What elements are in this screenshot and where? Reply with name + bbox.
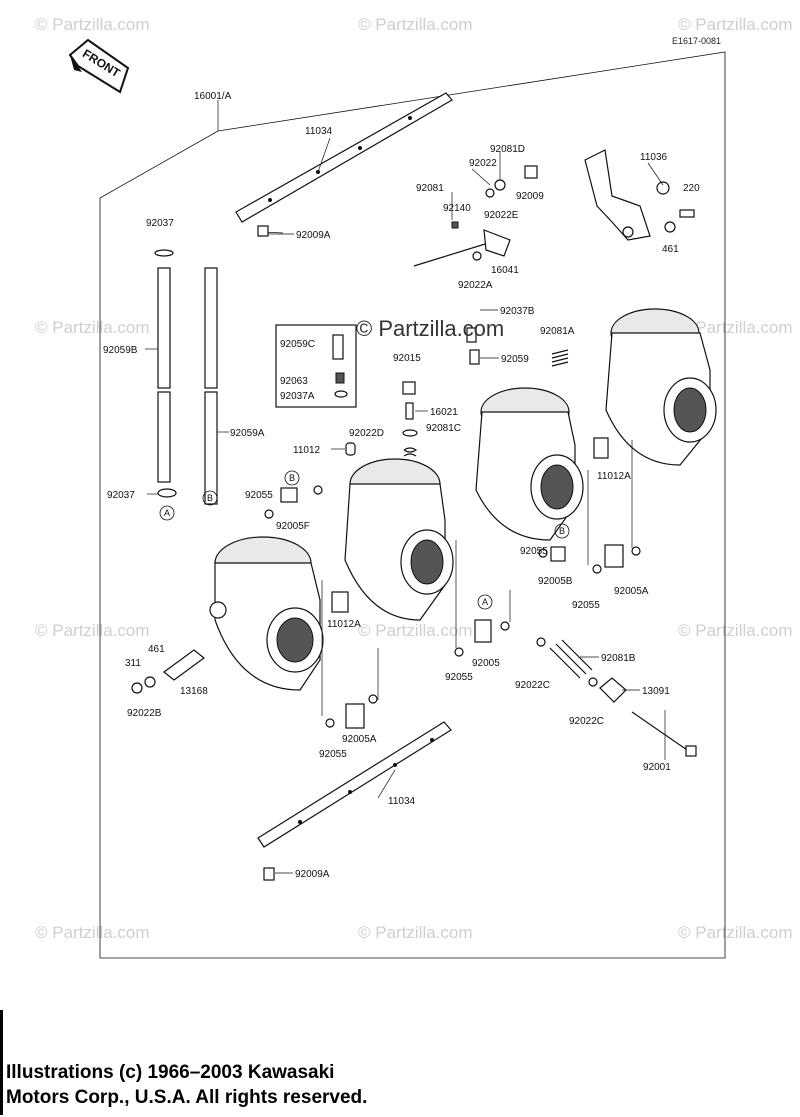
watermark: © Partzilla.com [678, 923, 793, 942]
part-label: 16021 [430, 407, 458, 418]
part-label: 220 [683, 183, 700, 194]
leader-lines [217, 100, 666, 799]
part-label: 92022 [469, 158, 497, 169]
part-label: 311 [125, 658, 141, 669]
carburetor-4 [605, 308, 717, 466]
watermark: © Partzilla.com [35, 621, 150, 640]
cable-bracket [584, 149, 695, 241]
part-label: 92055 [445, 672, 473, 683]
fuel-rail-bottom [257, 721, 452, 881]
part-label: 92005 [472, 658, 500, 669]
part-label: 92059B [103, 345, 138, 356]
circle-marker-a: A [482, 597, 488, 607]
part-label: 461 [148, 644, 165, 655]
part-label: 461 [662, 244, 679, 255]
watermark: © Partzilla.com [358, 621, 473, 640]
circle-marker-b: B [207, 493, 213, 503]
circle-markers: A B B B A [159, 470, 570, 610]
margin-bar [0, 1010, 3, 1115]
watermark: © Partzilla.com [358, 923, 473, 942]
part-label: 92005A [342, 734, 377, 745]
part-label: 11034 [388, 796, 416, 807]
part-label: 92022C [515, 680, 550, 691]
part-label: 11012A [597, 471, 631, 482]
part-label: 16001/A [194, 91, 232, 102]
part-label: 16041 [491, 265, 519, 276]
part-label: 92009A [295, 869, 330, 880]
small-parts [131, 327, 697, 757]
part-label: 92037B [500, 306, 535, 317]
part-label: 92081 [416, 183, 444, 194]
vent-hoses [154, 249, 218, 505]
part-label: 92005F [276, 521, 310, 532]
part-label: 92059A [230, 428, 265, 439]
copyright-line: Motors Corp., U.S.A. All rights reserved… [6, 1087, 368, 1108]
part-label: 92081A [540, 326, 575, 337]
part-label: 92022A [458, 280, 493, 291]
center-watermark: © Partzilla.com [356, 316, 504, 341]
part-label: 92037 [107, 490, 135, 501]
part-label: 92037 [146, 218, 174, 229]
part-label: 92081D [490, 144, 525, 155]
part-label: 13168 [180, 686, 208, 697]
part-label: 92055 [245, 490, 273, 501]
watermark: © Partzilla.com [35, 15, 150, 34]
part-label: 92009A [296, 230, 331, 241]
part-labels: 16001/A 11034 92009A 92081D 92022 92081 … [103, 91, 700, 880]
carburetor-3 [475, 387, 584, 541]
part-label: 11012 [293, 445, 321, 456]
part-label: 92055 [572, 600, 600, 611]
reference-code: E1617-0081 [672, 36, 721, 46]
part-label: 13091 [642, 686, 670, 697]
part-label: 11034 [305, 126, 333, 137]
label-leaders [145, 233, 640, 874]
circle-marker-b: B [559, 526, 565, 536]
kit-outline [99, 51, 726, 959]
circle-marker-b: B [289, 473, 295, 483]
watermark-layer: © Partzilla.com © Partzilla.com © Partzi… [35, 15, 793, 942]
watermark: © Partzilla.com [358, 15, 473, 34]
part-label: 11036 [640, 152, 668, 163]
part-label: 92015 [393, 353, 421, 364]
part-label: 92081C [426, 423, 461, 434]
copyright-line: Illustrations (c) 1966–2003 Kawasaki [6, 1062, 335, 1083]
part-label: 92022E [484, 210, 519, 221]
carburetor-1 [209, 536, 324, 691]
inset-box [275, 324, 357, 408]
part-label: 92063 [280, 376, 308, 387]
part-label: 92081B [601, 653, 636, 664]
part-label: 92055 [520, 546, 548, 557]
carburetor-2 [344, 458, 454, 621]
throttle-link [413, 165, 538, 267]
part-label: 92009 [516, 191, 544, 202]
part-label: 92005B [538, 576, 573, 587]
part-label: 92022C [569, 716, 604, 727]
part-label: 92055 [319, 749, 347, 760]
part-label: 11012A [327, 619, 361, 630]
front-arrow-icon: FRONT [68, 38, 130, 94]
part-label: 92059 [501, 354, 529, 365]
part-label: 92005A [614, 586, 649, 597]
watermark: © Partzilla.com [35, 318, 150, 337]
part-label: 92037A [280, 391, 315, 402]
part-label: 92022B [127, 708, 162, 719]
watermark: © Partzilla.com [678, 621, 793, 640]
copyright-notice: Illustrations (c) 1966–2003 Kawasaki Mot… [6, 1060, 367, 1110]
watermark: © Partzilla.com [678, 318, 793, 337]
part-label: 92059C [280, 339, 315, 350]
fuel-rail-top [235, 92, 453, 237]
part-label: 92022D [349, 428, 384, 439]
part-label: 92001 [643, 762, 671, 773]
watermark: © Partzilla.com [678, 15, 793, 34]
circle-marker-a: A [164, 508, 170, 518]
watermark: © Partzilla.com [35, 923, 150, 942]
part-label: 92140 [443, 203, 471, 214]
